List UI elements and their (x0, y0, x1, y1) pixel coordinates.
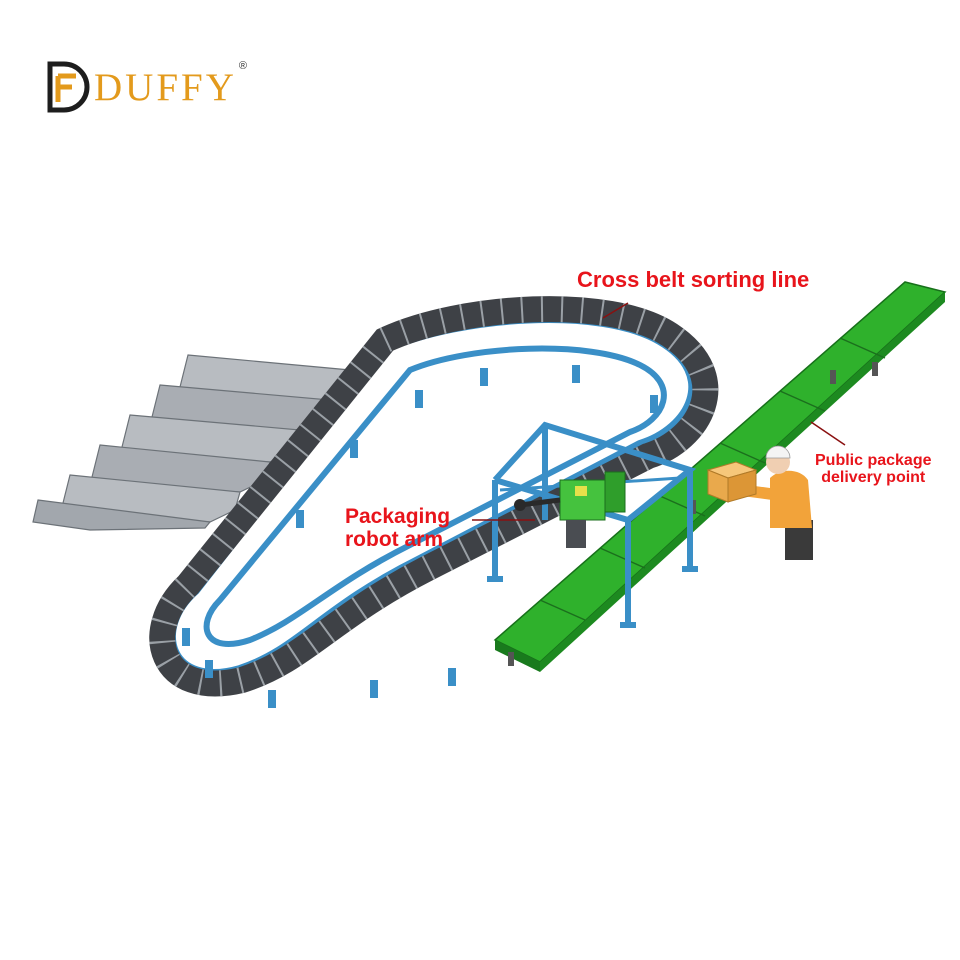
leader-public-point (810, 421, 846, 446)
duffy-logo-icon (47, 61, 90, 113)
label-public-delivery-point: Public package delivery point (815, 452, 932, 487)
robot-arm-unit (514, 471, 626, 548)
label-robot-line1: Packaging (345, 505, 451, 528)
label-public-line2: delivery point (821, 469, 926, 487)
registered-mark: ® (238, 60, 247, 72)
loop-support-legs (182, 365, 658, 708)
conveyor-rollers (539, 337, 886, 621)
loop-belt-segments (149, 296, 719, 697)
label-packaging-robot-arm: Packaging robot arm (345, 505, 451, 551)
gantry-feet (487, 566, 698, 628)
duffy-logo: DUFFY ® (44, 58, 247, 116)
chute-6 (32, 499, 212, 531)
loop-frame-inner (203, 345, 667, 648)
leader-cross-belt (602, 302, 629, 319)
label-cross-belt-sorting-line: Cross belt sorting line (577, 267, 810, 292)
logo-brand-text: DUFFY (94, 65, 237, 109)
sorting-chutes (32, 354, 361, 531)
label-public-line1: Public package (815, 452, 932, 469)
package-box-icon (706, 461, 758, 503)
conveyor-side (495, 640, 540, 672)
label-robot-line2: robot arm (345, 527, 444, 551)
